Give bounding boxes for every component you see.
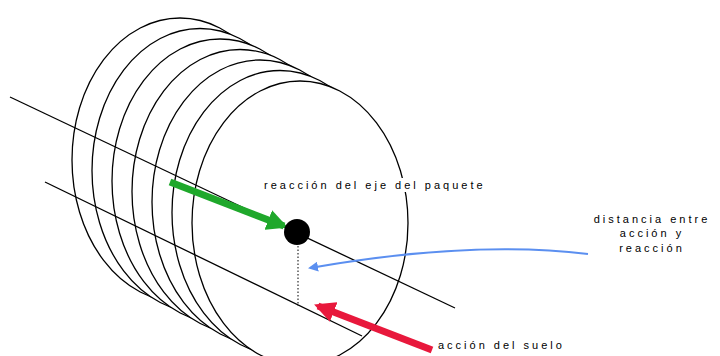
disc-outline	[192, 81, 408, 356]
distance-label: distancia entre acción y reacción	[590, 212, 714, 255]
axle-reaction-label: reacción del eje del paquete	[262, 178, 488, 192]
ground-action-label: acción del suelo	[436, 338, 567, 352]
